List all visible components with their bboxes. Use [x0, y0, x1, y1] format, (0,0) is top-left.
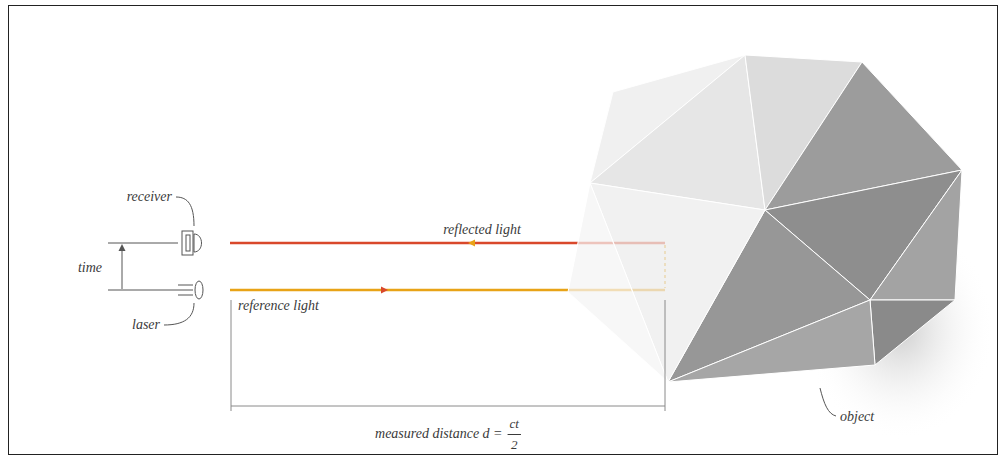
receiver-symbol	[182, 231, 202, 255]
distance-formula: measured distance d =	[375, 426, 503, 441]
beam-label: reflected light	[443, 222, 521, 237]
beam-arrow	[381, 287, 388, 294]
time-marker	[108, 243, 178, 290]
beam-arrow	[468, 240, 475, 247]
fraction-denominator: 2	[511, 438, 518, 452]
fraction-numerator: ct	[510, 417, 519, 431]
laser-symbol	[178, 281, 203, 299]
beam-label: reference light	[238, 298, 319, 313]
part-label: laser	[132, 317, 160, 332]
fraction-bar	[508, 434, 521, 435]
object-front	[568, 183, 765, 382]
part-label: receiver	[127, 189, 172, 204]
part-label: object	[840, 409, 874, 424]
frame	[9, 6, 998, 455]
distance-bracket	[231, 300, 665, 411]
time-label: time	[78, 260, 102, 275]
